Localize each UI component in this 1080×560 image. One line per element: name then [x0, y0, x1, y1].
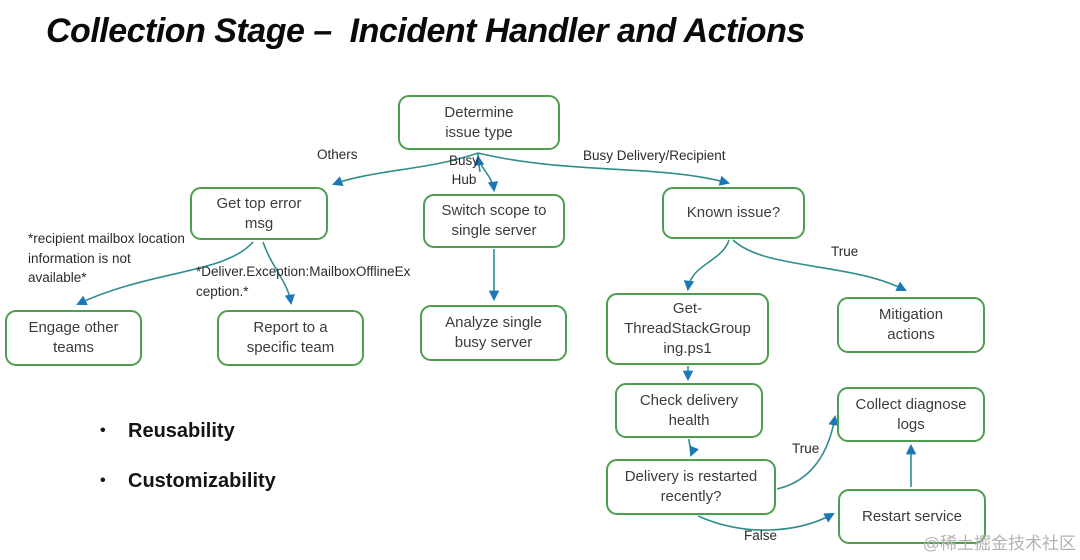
- node-label: Analyze single busy server: [445, 314, 542, 351]
- bullet-dot: •: [100, 422, 106, 439]
- edge-label-true-known-issue: True: [831, 244, 859, 259]
- node-label: Restart service: [861, 507, 963, 525]
- node-label: Delivery is restarted recently?: [624, 468, 758, 505]
- edge-label-false-delivery-restarted: False: [744, 528, 778, 543]
- node-label: Engage other teams: [28, 319, 119, 356]
- node-get-threadstackgrouping-ps1: Get-ThreadStackGrouping.ps1: [606, 293, 769, 365]
- annotation-recipient-mailbox-note: *recipient mailbox location information …: [28, 231, 185, 286]
- bullet-list: • Reusability • Customizability: [100, 420, 276, 520]
- node-get-top-error-msg: Get top error msg: [190, 187, 328, 240]
- bullet-item-reusability: • Reusability: [100, 420, 276, 443]
- node-check-delivery-health: Check delivery health: [615, 383, 763, 438]
- node-label: Check delivery health: [639, 391, 739, 429]
- slide-title: Collection Stage – Incident Handler and …: [46, 12, 805, 50]
- node-engage-other-teams: Engage other teams: [5, 310, 142, 366]
- node-label: Mitigation actions: [878, 306, 944, 343]
- annotation-deliver-exception-note: *Deliver.Exception:MailboxOfflineExcepti…: [196, 264, 411, 299]
- edge-label-busy-hub: Busy Hub: [448, 153, 479, 187]
- bullet-label: Reusability: [128, 420, 235, 442]
- edge-known-issue-to-mitigation: [732, 239, 907, 291]
- bullet-dot: •: [100, 472, 106, 489]
- edge-known-issue-to-threadstack: [683, 239, 730, 292]
- node-switch-scope-single-server: Switch scope to single server: [423, 194, 565, 248]
- watermark-text: @稀土掘金技术社区: [922, 534, 1076, 553]
- node-label: Collect diagnose logs: [855, 395, 967, 433]
- node-determine-issue-type: Determine issue type: [398, 95, 560, 150]
- node-report-specific-team: Report to a specific team: [217, 310, 364, 366]
- node-label: Get-ThreadStackGrouping.ps1: [624, 300, 751, 357]
- bullet-label: Customizability: [128, 470, 276, 492]
- node-label: Switch scope to single server: [441, 202, 547, 239]
- edge-label-true-delivery-restarted: True: [792, 441, 820, 456]
- node-label: Get top error msg: [216, 194, 302, 232]
- edge-label-busy-delivery-recipient: Busy Delivery/Recipient: [583, 148, 726, 163]
- edge-check-delivery-to-delivery-restarted: [688, 438, 699, 457]
- node-label: Report to a specific team: [246, 319, 335, 356]
- node-label: Determine issue type: [444, 103, 514, 141]
- node-mitigation-actions: Mitigation actions: [837, 297, 985, 353]
- edge-label-others: Others: [317, 147, 358, 162]
- bullet-item-customizability: • Customizability: [100, 470, 276, 493]
- node-delivery-restarted-recently: Delivery is restarted recently?: [606, 459, 776, 515]
- node-known-issue: Known issue?: [662, 187, 805, 239]
- node-label: Known issue?: [686, 204, 781, 222]
- node-collect-diagnose-logs: Collect diagnose logs: [837, 387, 985, 442]
- node-analyze-single-busy-server: Analyze single busy server: [420, 305, 567, 361]
- node-restart-service: Restart service: [838, 489, 986, 544]
